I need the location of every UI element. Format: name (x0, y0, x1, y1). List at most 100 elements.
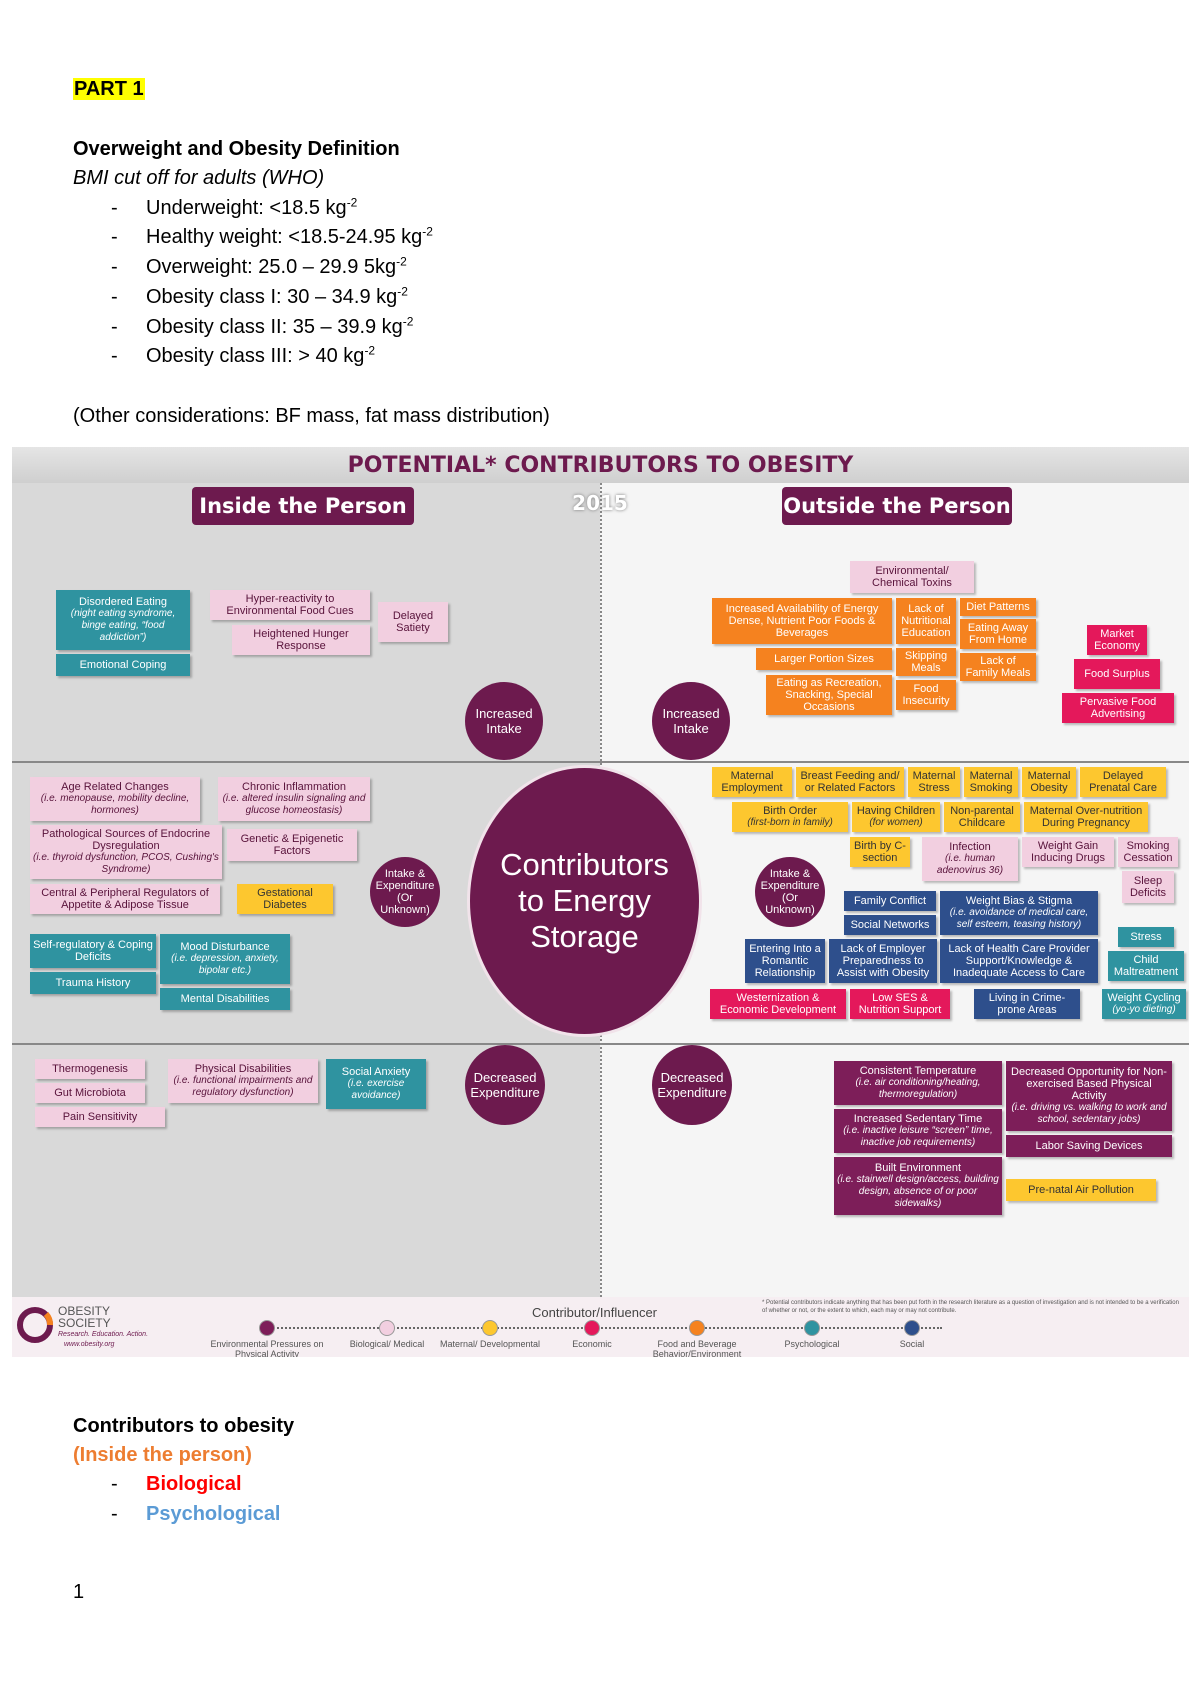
recreation-eating-box: Eating as Recreation, Snacking, Special … (766, 675, 892, 715)
legend-dot (804, 1320, 820, 1336)
contributors-title: Contributors to obesity (73, 1415, 295, 1437)
weight-bias-box: Weight Bias & Stigma(i.e. avoidance of m… (940, 891, 1098, 935)
legend-label: Social (899, 1339, 925, 1349)
list-item: Overweight: 25.0 – 29.9 5kg-2 (146, 254, 407, 278)
chronic-inflammation-box: Chronic Inflammation(i.e. altered insuli… (218, 777, 370, 821)
title-bar (12, 447, 1189, 483)
list-item: Obesity class III: > 40 kg-2 (146, 343, 376, 367)
air-pollution-box: Pre-natal Air Pollution (1006, 1179, 1156, 1201)
social-networks-box: Social Networks (844, 915, 936, 935)
inside-header: Inside the Person (192, 487, 414, 525)
intake-expenditure-circle: Intake & Expenditure (Or Unknown) (755, 857, 825, 927)
gut-microbiota-box: Gut Microbiota (35, 1083, 145, 1103)
family-conflict-box: Family Conflict (844, 891, 936, 911)
physical-disabilities-box: Physical Disabilities(i.e. functional im… (168, 1059, 318, 1103)
weight-gain-drugs-box: Weight Gain Inducing Drugs (1022, 837, 1114, 867)
psychological-label: Psychological (146, 1503, 281, 1525)
obesity-society-logo: OBESITY SOCIETY Research. Education. Act… (16, 1304, 156, 1350)
legend-dot (482, 1320, 498, 1336)
definition-title: Overweight and Obesity Definition (73, 138, 400, 160)
market-economy-box: Market Economy (1087, 625, 1147, 655)
legend-label: Biological/ Medical (349, 1339, 425, 1349)
over-nutrition-box: Maternal Over-nutrition During Pregnancy (1024, 802, 1148, 832)
c-section-box: Birth by C-section (850, 837, 910, 867)
list-bullet: - (111, 286, 118, 308)
breast-feeding-box: Breast Feeding and/ or Related Factors (796, 767, 904, 797)
trauma-box: Trauma History (30, 972, 156, 994)
part-label: PART 1 (73, 78, 145, 100)
definition-subtitle: BMI cut off for adults (WHO) (73, 167, 325, 189)
food-insecurity-box: Food Insecurity (896, 680, 956, 710)
family-meals-box: Lack of Family Meals (960, 653, 1036, 681)
childcare-box: Non-parental Childcare (944, 802, 1020, 832)
legend-dot (689, 1320, 705, 1336)
stress-box: Stress (1118, 927, 1174, 947)
eating-away-box: Eating Away From Home (960, 619, 1036, 649)
logo-icon (17, 1307, 53, 1343)
definition-note: (Other considerations: BF mass, fat mass… (73, 405, 550, 427)
opportunity-box: Decreased Opportunity for Non-exercised … (1006, 1061, 1172, 1131)
legend-dot (259, 1320, 275, 1336)
list-bullet: - (111, 256, 118, 278)
increased-intake-circle: Increased Intake (652, 682, 730, 760)
mood-disturbance-box: Mood Disturbance(i.e. depression, anxiet… (160, 934, 290, 984)
hyper-reactivity-box: Hyper-reactivity to Environmental Food C… (210, 590, 370, 620)
divider (12, 1043, 1189, 1045)
diet-patterns-box: Diet Patterns (960, 598, 1036, 616)
list-bullet: - (111, 1503, 118, 1525)
romantic-relationship-box: Entering Into a Romantic Relationship (745, 939, 825, 983)
maternal-smoking-box: Maternal Smoking (964, 767, 1018, 797)
health-care-box: Lack of Health Care Provider Support/Kno… (940, 939, 1098, 983)
sleep-deficits-box: Sleep Deficits (1122, 871, 1174, 903)
legend-label: Food and Beverage Behavior/Environment (652, 1339, 742, 1357)
list-bullet: - (111, 226, 118, 248)
center-circle: Contributors to Energy Storage (467, 765, 702, 1037)
sedentary-time-box: Increased Sedentary Time(i.e. inactive l… (834, 1109, 1002, 1153)
child-maltreatment-box: Child Maltreatment (1108, 951, 1184, 981)
legend-label: Maternal/ Developmental (439, 1339, 541, 1349)
central-regulators-box: Central & Peripheral Regulators of Appet… (30, 884, 220, 914)
low-ses-box: Low SES & Nutrition Support (850, 989, 950, 1019)
list-item: Underweight: <18.5 kg-2 (146, 195, 358, 219)
food-advertising-box: Pervasive Food Advertising (1062, 693, 1174, 723)
legend-dot (379, 1320, 395, 1336)
emotional-coping-box: Emotional Coping (56, 654, 190, 676)
birth-order-box: Birth Order(first-born in family) (732, 802, 848, 832)
legend-label: Economic (572, 1339, 612, 1349)
list-bullet: - (111, 345, 118, 367)
biological-label: Biological (146, 1473, 242, 1495)
skipping-meals-box: Skipping Meals (896, 648, 956, 676)
mental-disabilities-box: Mental Disabilities (160, 988, 290, 1010)
infection-box: Infection(i.e. human adenovirus 36) (922, 837, 1018, 881)
legend-dot (584, 1320, 600, 1336)
legend-title: Contributor/Influencer (532, 1305, 658, 1320)
social-anxiety-box: Social Anxiety(i.e. exercise avoidance) (326, 1059, 426, 1109)
list-item: Obesity class I: 30 – 34.9 kg-2 (146, 284, 408, 308)
increased-intake-circle: Increased Intake (465, 682, 543, 760)
employer-preparedness-box: Lack of Employer Preparedness to Assist … (829, 939, 937, 983)
org-tagline: Research. Education. Action. (58, 1331, 149, 1338)
gestational-diabetes-box: Gestational Diabetes (237, 884, 333, 914)
obesity-infographic: POTENTIAL* CONTRIBUTORS TO OBESITY 2015 … (12, 447, 1189, 1357)
decreased-expenditure-circle: Decreased Expenditure (465, 1045, 545, 1125)
maternal-obesity-box: Maternal Obesity (1022, 767, 1076, 797)
intake-expenditure-circle: Intake & Expenditure (Or Unknown) (370, 857, 440, 927)
page-number: 1 (73, 1581, 85, 1603)
maternal-employment-box: Maternal Employment (712, 767, 792, 797)
hunger-response-box: Heightened Hunger Response (232, 625, 370, 655)
infographic-year: 2015 (572, 491, 628, 515)
prenatal-care-box: Delayed Prenatal Care (1080, 767, 1166, 797)
list-bullet: - (111, 1473, 118, 1495)
having-children-box: Having Children(for women) (852, 802, 940, 832)
infographic-title: POTENTIAL* CONTRIBUTORS TO OBESITY (347, 453, 854, 478)
portion-size-box: Larger Portion Sizes (756, 648, 892, 670)
legend-dot (904, 1320, 920, 1336)
maternal-stress-box: Maternal Stress (908, 767, 960, 797)
org-name: SOCIETY (58, 1316, 111, 1330)
list-bullet: - (111, 316, 118, 338)
legend-line (262, 1327, 942, 1329)
outside-header: Outside the Person (782, 487, 1012, 525)
built-environment-box: Built Environment(i.e. stairwell design/… (834, 1157, 1002, 1215)
self-regulatory-box: Self-regulatory & Coping Deficits (30, 934, 156, 968)
